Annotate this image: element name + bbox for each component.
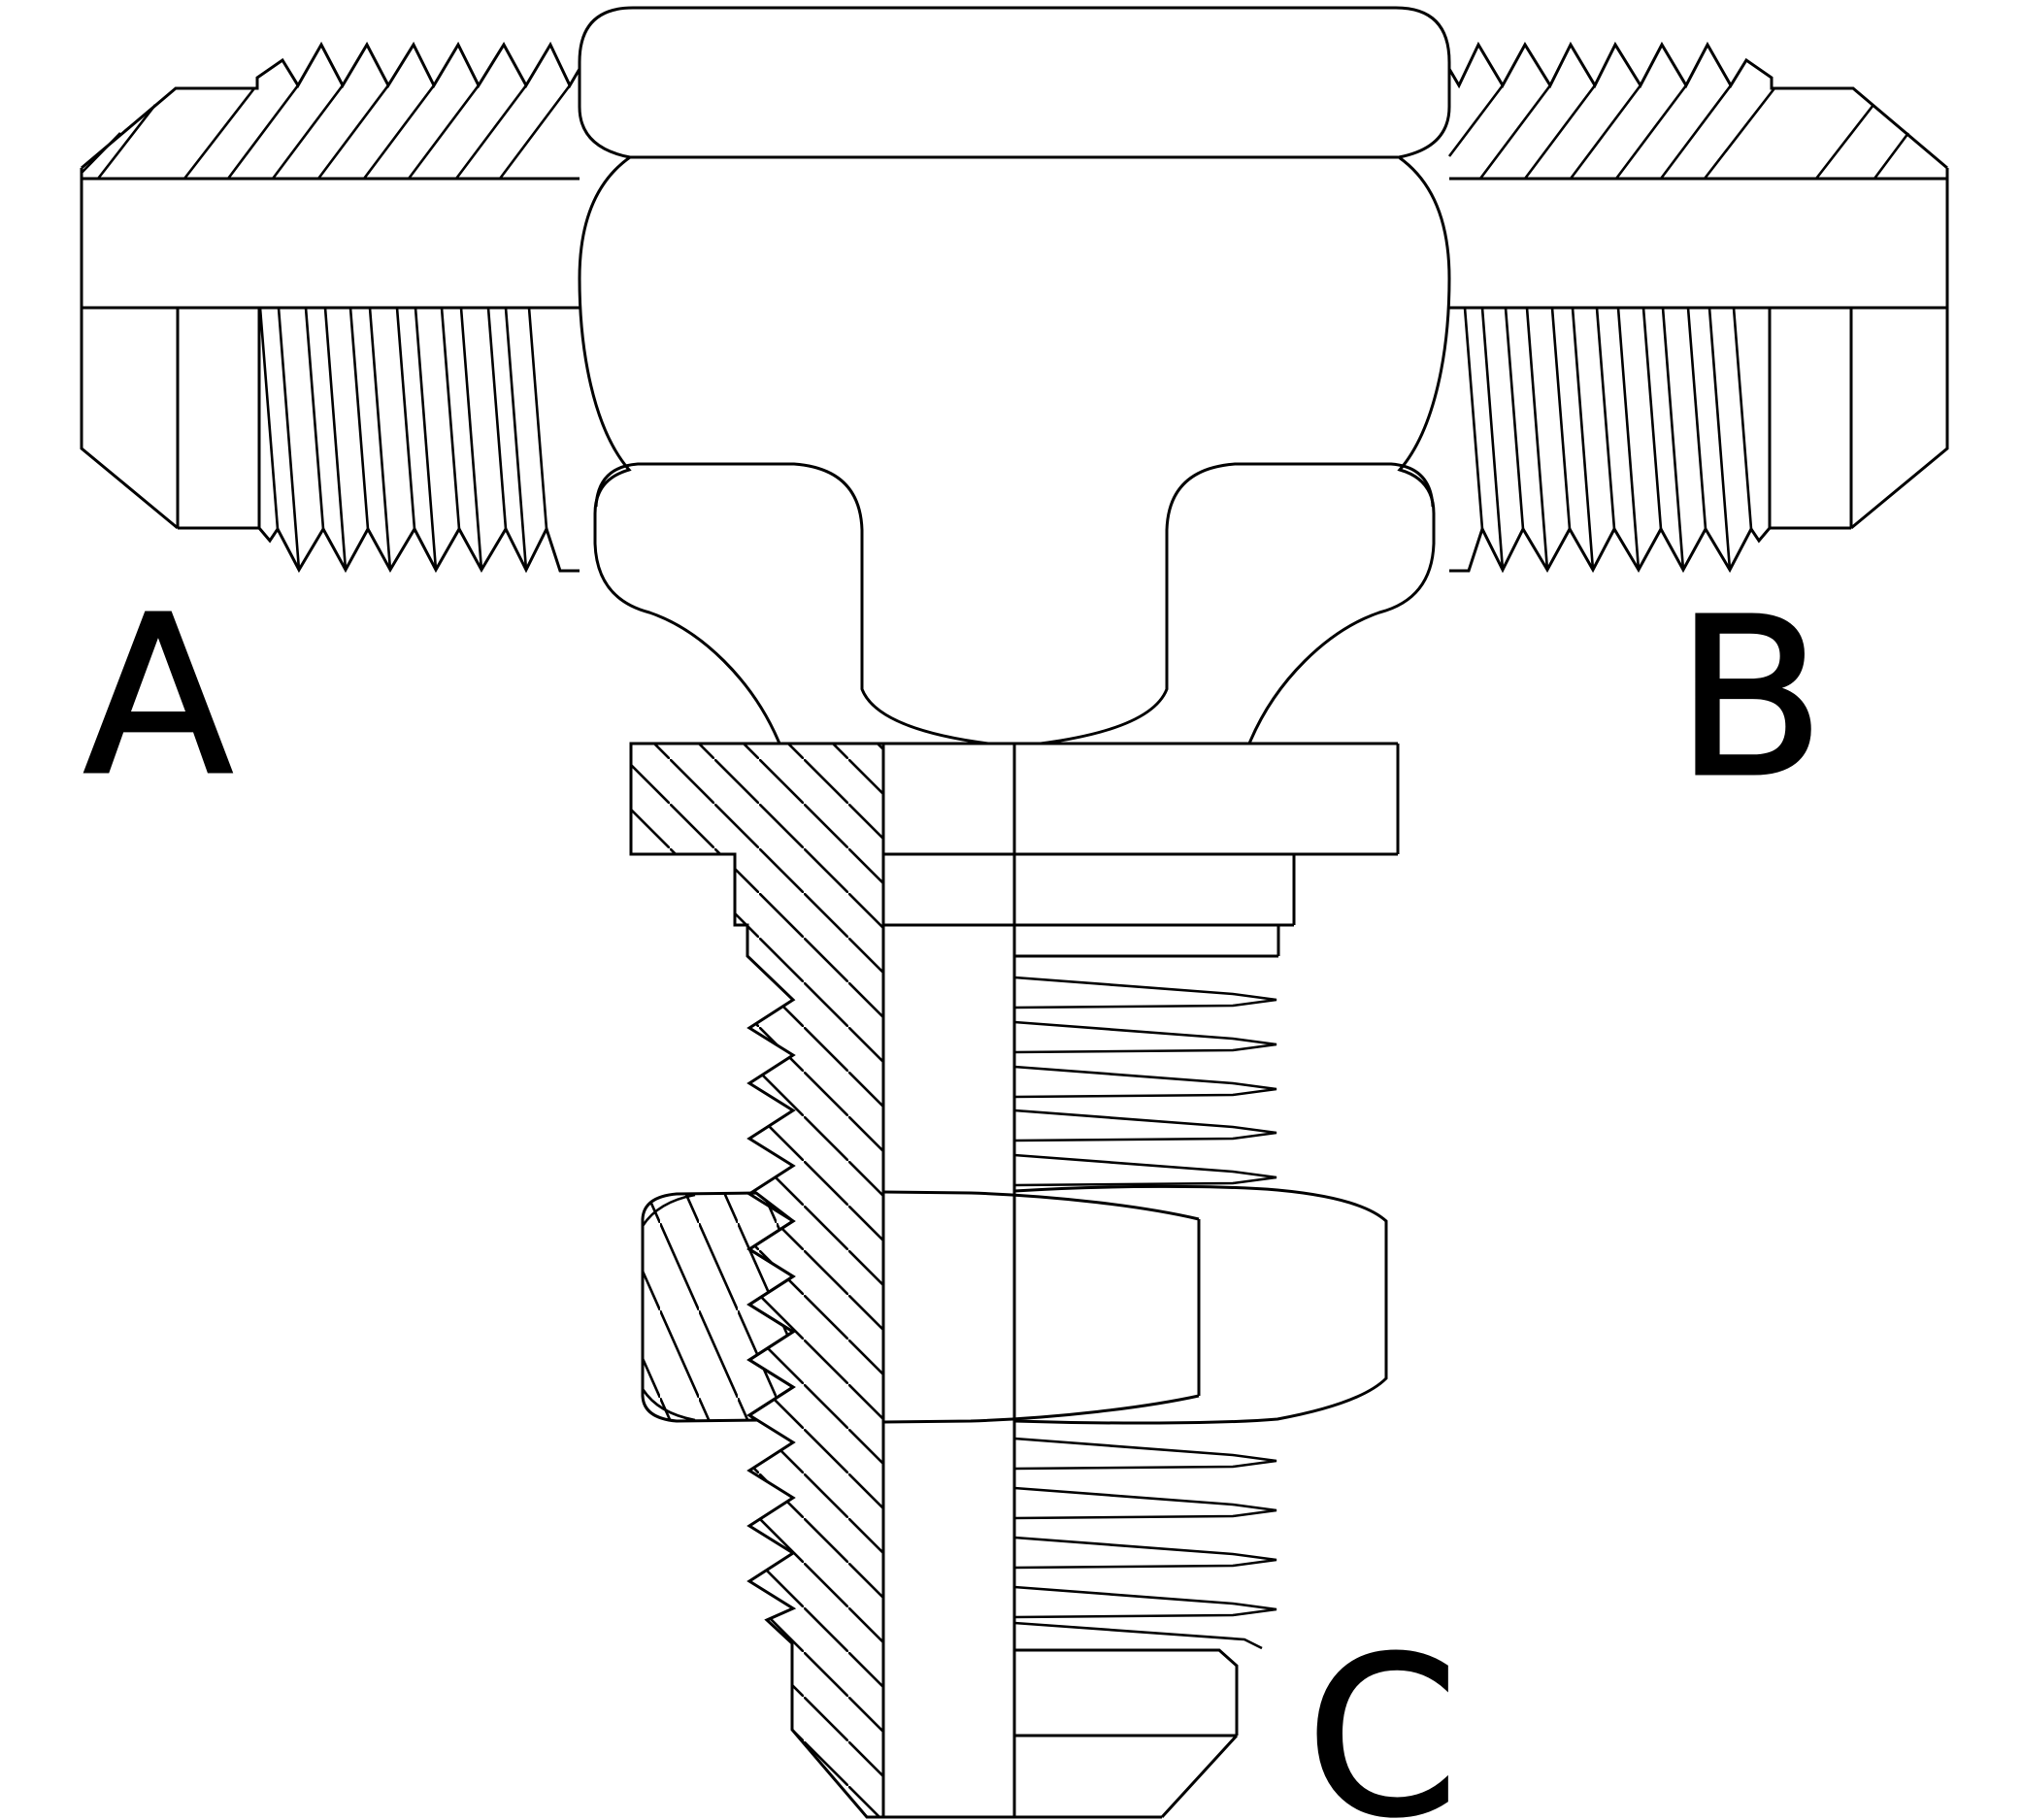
port-c-label: C [1306,1611,1458,1820]
stem-lower-threads [1013,1437,1277,1650]
nut-section-left [641,1191,796,1423]
port-a-fitting [80,41,581,574]
body-left-shoulder [594,462,989,745]
port-b-bottom-thread-helix-lines [1463,307,1753,571]
body-right-shoulder [1040,462,1435,745]
port-b-tip-edge [1850,168,1949,530]
nut-top-face-edge [882,1190,1200,1221]
port-b-top-thread-helix-lines [1447,84,1910,180]
port-a-label: A [83,570,233,824]
port-a-tip-edge [80,168,179,530]
stem-pilot-band [1014,1648,1239,1737]
port-a-top-profile [81,41,581,170]
stem-upper-threads [1013,976,1277,1187]
port-a-bottom-thread-helix-lines [258,307,548,571]
nut-bottom-face-edge [882,1394,1200,1424]
nut-section-chamfer-arcs [641,1193,696,1422]
port-a-top-thread-helix-lines [81,84,572,180]
stem-nose-cone [1160,1734,1239,1819]
port-a-bottom-thread-crests [257,525,580,574]
stem-flange-steps [883,744,1400,958]
port-a-nose-lines [176,308,261,530]
port-b-label: B [1675,572,1825,826]
port-b-fitting [1447,41,1949,574]
port-b-nose-lines [1768,308,1853,530]
tee-body-outline [578,6,1451,745]
bulkhead-nut [641,1184,1388,1425]
port-b-bottom-thread-crests [1449,525,1772,574]
